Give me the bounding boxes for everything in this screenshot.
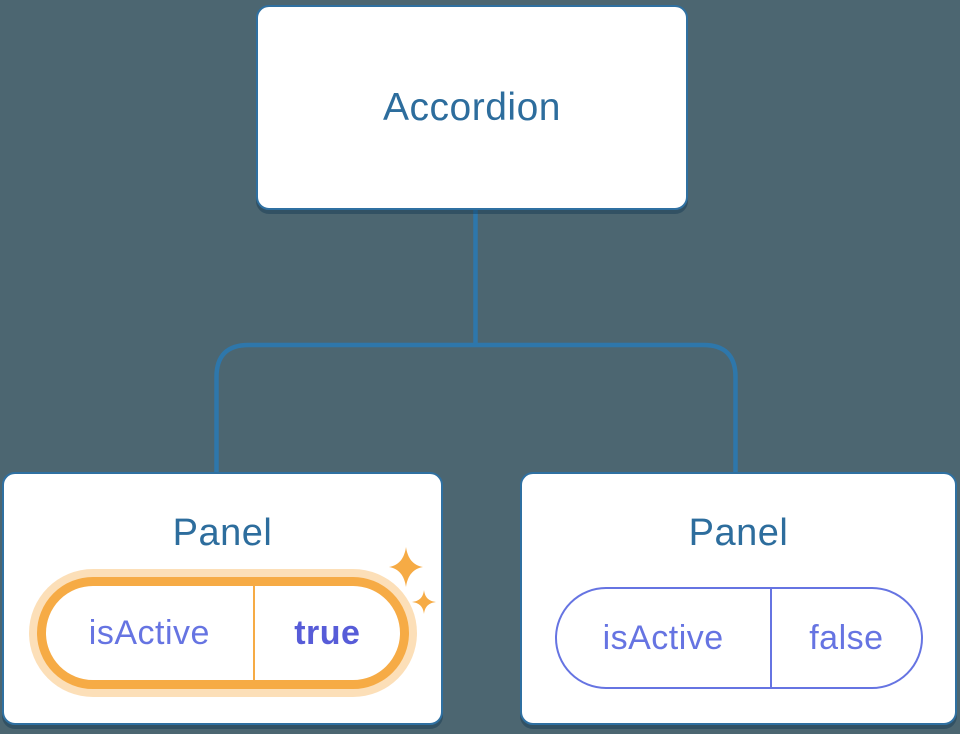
pill-divider [769,589,773,687]
accordion-node: Accordion [256,5,688,210]
sparkles-icon [389,547,436,614]
state-value-label: false [809,618,884,657]
state-key-label: isActive [602,618,724,657]
accordion-node-label: Accordion [383,85,561,129]
state-value-label: true [294,613,361,652]
panel-title: Panel [688,512,789,554]
pill-divider [253,586,256,680]
branch-connector-line [214,342,738,473]
panel-node-inactive: Panel isActive false [520,472,957,725]
state-key-label: isActive [88,613,210,652]
panel-title: Panel [172,512,273,554]
panel-node-active: Panel isActive true [2,472,443,725]
state-pill-inactive: isActive false [554,587,923,689]
state-pill-active: isActive true [36,577,409,689]
